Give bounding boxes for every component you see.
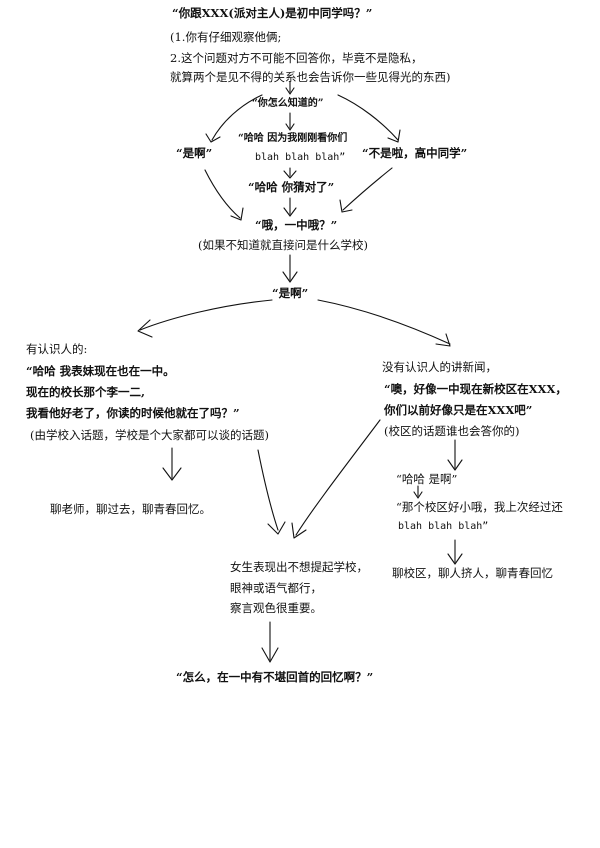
reply-yes: “是啊” bbox=[176, 146, 213, 160]
right-branch-line-1: “噢，好像一中现在新校区在XXX， bbox=[384, 382, 567, 396]
reply-no-high-school: “不是啦，高中同学” bbox=[362, 146, 468, 160]
reply-saw-you-line2: blah blah blah” bbox=[255, 152, 346, 163]
right-reply-1: “哈哈 是啊” bbox=[396, 472, 458, 486]
opening-question: “你跟XXX(派对主人)是初中同学吗？” bbox=[172, 6, 373, 20]
left-branch-line-3: 我看他好老了，你读的时候他就在了吗？” bbox=[26, 406, 240, 420]
right-reply-2-line2: blah blah blah” bbox=[398, 521, 489, 532]
arrow-to-no bbox=[337, 94, 399, 141]
right-branch-line-2: 你们以前好像只是在XXX吧” bbox=[384, 403, 533, 417]
bottom-line-1: 女生表现出不想提起学校， bbox=[230, 560, 368, 574]
bottom-line-3: 察言观色很重要。 bbox=[230, 601, 322, 615]
note-ask-school: (如果不知道就直接问是什么学校) bbox=[198, 238, 368, 252]
opening-note-2: 2.这个问题对方不可能不回答你，毕竟不是隐私， bbox=[170, 51, 423, 65]
left-branch-line-1: “哈哈 我表妹现在也在一中。 bbox=[26, 364, 175, 378]
arrow-left-to-bottom bbox=[257, 449, 279, 531]
arrow-to-left-branch bbox=[139, 299, 273, 331]
left-branch-chat: 聊老师，聊过去，聊青春回忆。 bbox=[50, 502, 211, 516]
arrow-to-yes bbox=[211, 94, 263, 141]
bottom-line-2: 眼神或语气都行， bbox=[230, 581, 322, 595]
opening-note-3: 就算两个是见不得的关系也会告诉你一些见得光的东西) bbox=[170, 70, 451, 84]
reply-how-know: “你怎么知道的” bbox=[252, 98, 324, 109]
arrow-to-right-branch bbox=[317, 299, 451, 345]
arrow-yes-to-oh bbox=[204, 169, 241, 219]
left-branch-note: (由学校入话题，学校是个大家都可以谈的话题) bbox=[30, 428, 269, 442]
arrow-no-to-oh bbox=[342, 167, 393, 211]
reply-saw-you-line1: “哈哈 因为我刚刚看你们 bbox=[238, 133, 348, 144]
final-question: “怎么，在一中有不堪回首的回忆啊？” bbox=[176, 670, 374, 684]
left-branch-heading: 有认识人的: bbox=[26, 342, 88, 356]
reply-yes-2: “是啊” bbox=[272, 286, 309, 300]
right-branch-note: (校区的话题谁也会答你的) bbox=[384, 424, 520, 438]
left-branch-line-2: 现在的校长那个李一二, bbox=[26, 385, 146, 399]
right-branch-heading: 没有认识人的讲新闻， bbox=[382, 360, 497, 374]
reply-guessed: “哈哈 你猜对了” bbox=[248, 180, 335, 194]
right-branch-chat: 聊校区，聊人挤人，聊青春回忆 bbox=[392, 566, 553, 580]
opening-note-1: (1.你有仔细观察他俩; bbox=[170, 30, 282, 44]
right-reply-2-line1: “那个校区好小哦，我上次经过还 bbox=[396, 500, 563, 514]
question-oh-yizhong: “哦，一中哦？” bbox=[255, 218, 338, 232]
arrow-right-to-bottom bbox=[295, 419, 381, 536]
